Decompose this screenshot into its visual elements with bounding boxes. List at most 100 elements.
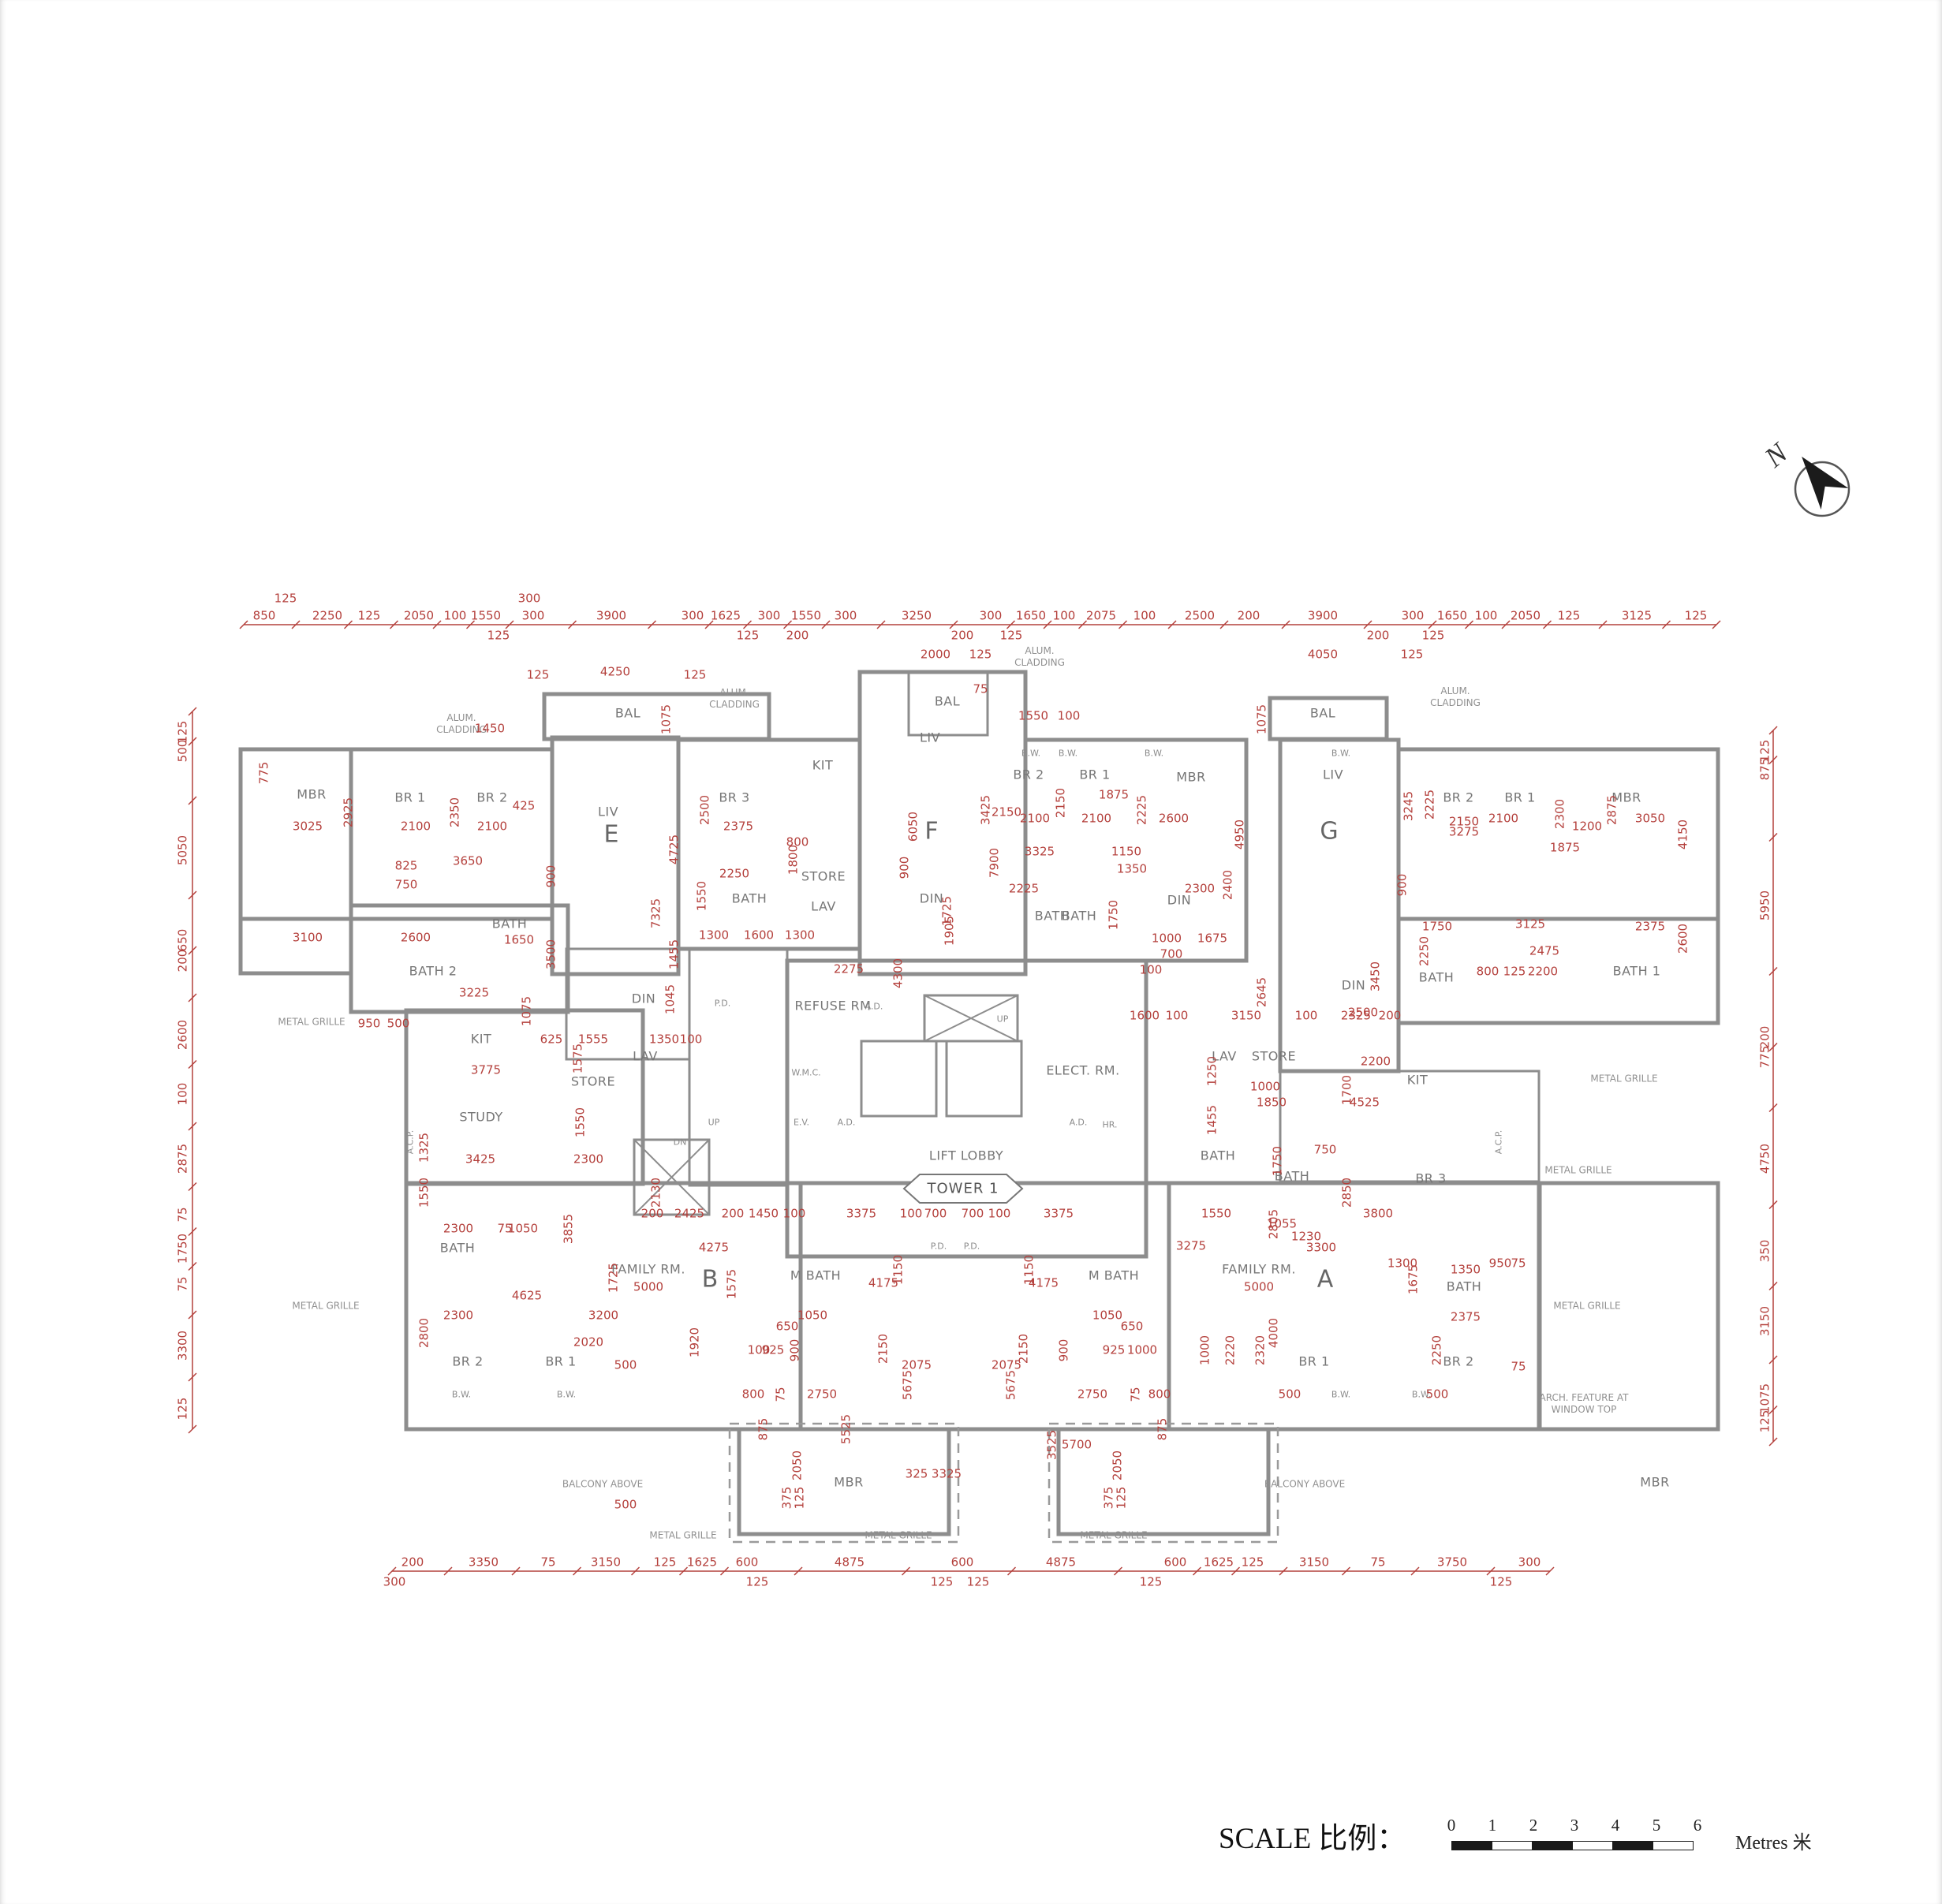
dimension-label: 125: [526, 667, 550, 682]
dimension-label: 2150: [991, 805, 1022, 819]
annotation-label: METAL GRILLE: [1544, 1164, 1612, 1176]
dimension-label: 3025: [292, 819, 323, 834]
dimension-label: 1750: [1270, 1145, 1285, 1177]
room-label: M BATH: [790, 1267, 842, 1283]
dimension-label: 1725: [606, 1262, 621, 1294]
dimension-label: 125: [1503, 964, 1526, 979]
utility-label: A.D.: [1069, 1117, 1088, 1128]
dimension-label: 1650: [1015, 608, 1047, 623]
dimension-label: 2800: [416, 1317, 431, 1349]
utility-label: P.D.: [714, 998, 731, 1009]
scale-segments: [1451, 1841, 1694, 1852]
dimension-label: 1550: [470, 608, 502, 623]
dimension-label: 2250: [1429, 1335, 1444, 1366]
dimension-label: 125: [999, 628, 1023, 643]
dimension-label: 1550: [790, 608, 822, 623]
dimension-label: 3525: [1044, 1429, 1059, 1461]
dimension-label: 1075: [1757, 1383, 1772, 1414]
dimension-label: 600: [950, 1555, 974, 1570]
dimension-label: 75: [1370, 1555, 1386, 1570]
dimension-label: 3150: [1231, 1008, 1262, 1023]
dimension-label: 2075: [1085, 608, 1117, 623]
dimension-label: 1455: [667, 939, 682, 970]
dimension-label: 1550: [416, 1177, 431, 1208]
room-label: STORE: [570, 1073, 616, 1089]
dimension-label: 300: [757, 608, 781, 623]
dimension-label: 3500: [543, 939, 558, 970]
dimension-label: 200: [721, 1206, 745, 1221]
dimension-label: 1200: [1571, 819, 1603, 834]
dimension-label: 600: [1163, 1555, 1187, 1570]
dimension-label: 100: [1165, 1008, 1189, 1023]
dimension-label: 1750: [175, 1233, 190, 1264]
room-label: BATH: [1418, 969, 1455, 985]
dimension-label: 3900: [596, 608, 627, 623]
dimension-label: 2075: [991, 1357, 1022, 1372]
scale-tick: 1: [1488, 1816, 1497, 1835]
dimension-label: 2600: [1158, 811, 1189, 826]
dimension-label: 4175: [1028, 1275, 1059, 1290]
scale-tick: 6: [1693, 1816, 1702, 1835]
dimension-label: 2100: [1081, 811, 1112, 826]
dimension-label: 75: [773, 1387, 788, 1402]
room-label: BATH: [491, 916, 528, 931]
dimension-label: 75: [175, 1207, 190, 1223]
dimension-label: 1650: [503, 932, 535, 947]
dimension-label: 4250: [599, 664, 631, 679]
room-label: BR 2: [476, 790, 508, 805]
dimension-label: 5000: [1243, 1279, 1275, 1294]
scale-segment: [1532, 1841, 1573, 1850]
dimension-label: 125: [736, 628, 760, 643]
dimension-label: 4875: [834, 1555, 865, 1570]
room-label: BR 1: [1504, 790, 1536, 805]
dimension-label: 1350: [1116, 861, 1148, 876]
dimension-label: 1300: [698, 928, 730, 943]
dimension-label: 1675: [1197, 931, 1228, 946]
scale-tick: 3: [1570, 1816, 1579, 1835]
dimension-label: 1555: [577, 1032, 609, 1047]
dimension-label: 5700: [1061, 1437, 1092, 1452]
tower-label: TOWER 1: [927, 1181, 999, 1197]
north-arrow-icon: [1802, 456, 1849, 510]
room-label: BATH 1: [1612, 963, 1661, 979]
dimension-label: 750: [394, 877, 418, 892]
dimension-label: 2400: [1220, 869, 1235, 901]
dimension-label: 7900: [987, 847, 1002, 879]
room-label: BATH: [1274, 1168, 1310, 1184]
dimension-label: 125: [966, 1574, 990, 1589]
dimension-label: 1050: [797, 1308, 828, 1323]
dimension-label: 1150: [1021, 1254, 1036, 1286]
dimension-label: 125: [1421, 628, 1445, 643]
dimension-label: 875: [1155, 1417, 1170, 1441]
annotation-label: METAL GRILLE: [292, 1300, 360, 1312]
dimension-label: 800: [1476, 964, 1499, 979]
room-label: BR 1: [1298, 1353, 1330, 1369]
balcony-above-outline: [728, 1422, 1279, 1544]
dimension-label: 3300: [1305, 1240, 1337, 1255]
room-label: MBR: [834, 1474, 864, 1490]
dimension-label: 1075: [659, 704, 674, 735]
dimension-label: 2375: [1450, 1309, 1481, 1324]
dimension-label: 125: [745, 1574, 769, 1589]
dimension-label: 1625: [686, 1555, 718, 1570]
dimension-label: 125: [653, 1555, 677, 1570]
dimension-label: 2250: [719, 866, 750, 881]
dimension-label: 125: [175, 1397, 190, 1421]
room-label: DIN: [919, 890, 944, 906]
dimension-label: 2130: [648, 1177, 663, 1208]
dimension-label: 2150: [876, 1333, 891, 1365]
dimension-label: 3150: [1298, 1555, 1330, 1570]
dimension-label: 3150: [590, 1555, 622, 1570]
dimension-label: 100: [988, 1206, 1011, 1221]
dimension-label: 425: [512, 798, 536, 813]
annotation-label: BALCONY ABOVE: [562, 1478, 644, 1490]
scale-segment: [1572, 1841, 1613, 1850]
dimension-label: 1575: [570, 1043, 585, 1074]
dimension-label: 2425: [674, 1206, 705, 1221]
dimension-label: 125: [1557, 608, 1581, 623]
dimension-label: 775: [1757, 1045, 1772, 1069]
scale-tick: 2: [1529, 1816, 1538, 1835]
dimension-label: 200: [401, 1555, 424, 1570]
dimension-label: 2100: [1488, 811, 1519, 826]
utility-label: B.W.: [1411, 1389, 1432, 1400]
